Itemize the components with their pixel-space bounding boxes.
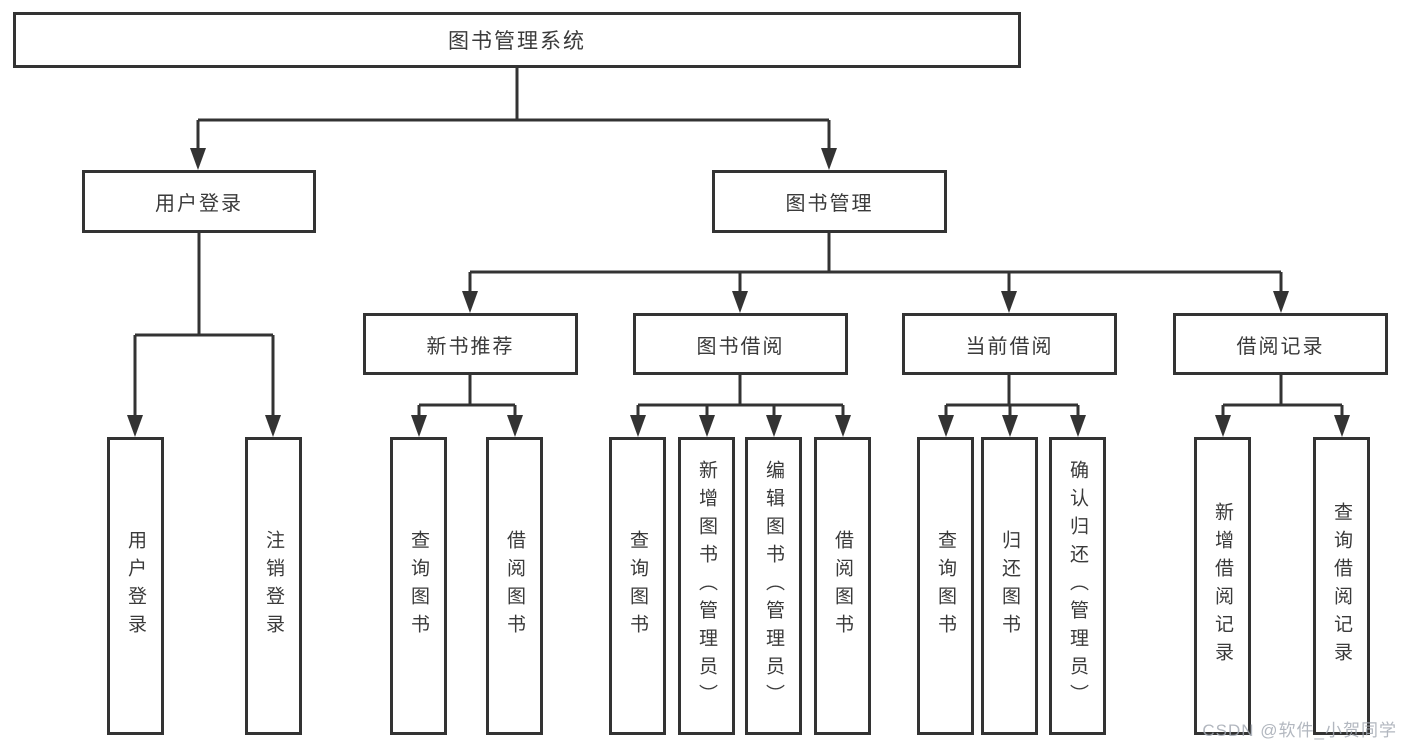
arrow-down-icon <box>411 415 427 437</box>
node-leaf-br-query-record: 查询借阅记录 <box>1313 437 1370 735</box>
arrow-down-icon <box>821 148 837 170</box>
arrow-down-icon <box>766 415 782 437</box>
arrow-down-icon <box>1070 415 1086 437</box>
node-root: 图书管理系统 <box>13 12 1021 68</box>
arrow-down-icon <box>835 415 851 437</box>
node-leaf-nb-query-books: 查询图书 <box>390 437 447 735</box>
leaf-label: 注销登录 <box>263 530 284 642</box>
node-leaf-br-add-record: 新增借阅记录 <box>1194 437 1251 735</box>
node-book-management: 图书管理 <box>712 170 947 233</box>
arrow-down-icon <box>1273 291 1289 313</box>
arrow-down-icon <box>699 415 715 437</box>
csdn-watermark: CSDN @软件_小贺同学 <box>1202 721 1397 740</box>
leaf-label: 编辑图书（管理员） <box>763 460 784 712</box>
arrow-down-icon <box>1215 415 1231 437</box>
leaf-label: 借阅图书 <box>832 530 853 642</box>
node-book-borrowing: 图书借阅 <box>633 313 848 375</box>
node-leaf-cb-return-books: 归还图书 <box>981 437 1038 735</box>
arrow-down-icon <box>1334 415 1350 437</box>
leaf-label: 查询借阅记录 <box>1331 502 1352 670</box>
arrow-down-icon <box>507 415 523 437</box>
arrow-down-icon <box>630 415 646 437</box>
node-current-borrowing: 当前借阅 <box>902 313 1117 375</box>
node-leaf-logout: 注销登录 <box>245 437 302 735</box>
node-leaf-bb-edit-books-admin: 编辑图书（管理员） <box>745 437 802 735</box>
leaf-label: 借阅图书 <box>504 530 525 642</box>
node-leaf-bb-query-books: 查询图书 <box>609 437 666 735</box>
node-leaf-bb-add-books-admin: 新增图书（管理员） <box>678 437 735 735</box>
arrow-down-icon <box>732 291 748 313</box>
arrow-down-icon <box>938 415 954 437</box>
arrow-down-icon <box>1001 291 1017 313</box>
node-borrowing-records: 借阅记录 <box>1173 313 1388 375</box>
leaf-label: 查询图书 <box>627 530 648 642</box>
leaf-label: 查询图书 <box>408 530 429 642</box>
arrow-down-icon <box>127 415 143 437</box>
node-leaf-cb-confirm-return-admin: 确认归还（管理员） <box>1049 437 1106 735</box>
leaf-label: 归还图书 <box>999 530 1020 642</box>
node-new-book-recommend: 新书推荐 <box>363 313 578 375</box>
node-leaf-nb-borrow-books: 借阅图书 <box>486 437 543 735</box>
leaf-label: 查询图书 <box>935 530 956 642</box>
arrow-down-icon <box>462 291 478 313</box>
arrow-down-icon <box>190 148 206 170</box>
leaf-label: 新增借阅记录 <box>1212 502 1233 670</box>
node-leaf-user-login: 用户登录 <box>107 437 164 735</box>
leaf-label: 用户登录 <box>125 530 146 642</box>
leaf-label: 确认归还（管理员） <box>1067 460 1088 712</box>
node-leaf-cb-query-books: 查询图书 <box>917 437 974 735</box>
arrow-down-icon <box>1002 415 1018 437</box>
node-user-login: 用户登录 <box>82 170 316 233</box>
arrow-down-icon <box>265 415 281 437</box>
leaf-label: 新增图书（管理员） <box>696 460 717 712</box>
node-leaf-bb-borrow-books: 借阅图书 <box>814 437 871 735</box>
